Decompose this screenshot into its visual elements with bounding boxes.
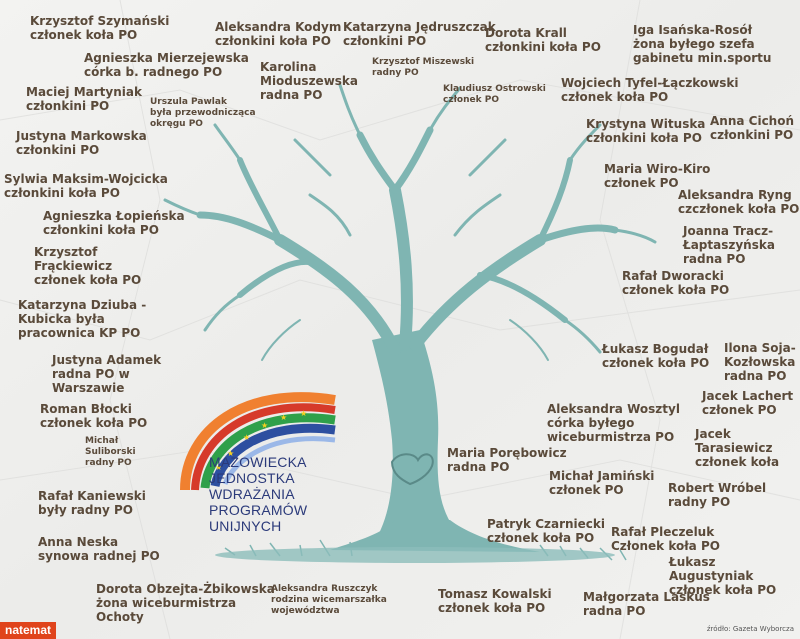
logo-text: MAZOWIECKA JEDNOSTKA WDRAŻANIA PROGRAMÓW… <box>209 454 308 534</box>
person-label: Jacek Tarasiewicz członek koła <box>695 427 780 469</box>
rainbow-stars-emblem: ★ ★ ★ ★ ★ ★ <box>180 392 336 491</box>
person-label: Dorota Obzejta-Żbikowska żona wiceburmis… <box>96 582 275 624</box>
person-label: Katarzyna Dziuba - Kubicka była pracowni… <box>18 298 147 340</box>
person-label: Jacek Lachert członek PO <box>702 389 794 417</box>
person-label: Ilona Soja- Kozłowska radna PO <box>724 341 796 383</box>
person-label: Iga Isańska-Rosół żona byłego szefa gabi… <box>633 23 772 65</box>
person-label: Michał Jamiński członek PO <box>549 469 655 497</box>
svg-text:★: ★ <box>261 421 268 430</box>
person-label: Agnieszka Mierzejewska córka b. radnego … <box>84 51 249 79</box>
person-label: Łukasz Bogudał członek koła PO <box>602 342 710 370</box>
person-label: Patryk Czarniecki członek koła PO <box>487 517 606 545</box>
person-label: Krzysztof Frąckiewicz członek koła PO <box>34 245 142 287</box>
person-label: Joanna Tracz- Łaptaszyńska radna PO <box>683 224 775 266</box>
person-label: Katarzyna Jędruszczak członkini PO <box>343 20 496 48</box>
person-label: Aleksandra Kodym członkini koła PO <box>215 20 342 48</box>
person-label: Maria Wiro-Kiro członek PO <box>604 162 711 190</box>
person-label: Roman Błocki członek koła PO <box>40 402 148 430</box>
person-label: Karolina Mioduszewska radna PO <box>260 60 359 102</box>
svg-text:★: ★ <box>280 413 287 422</box>
person-label: Justyna Adamek radna PO w Warszawie <box>52 353 162 395</box>
person-label: Krystyna Wituska członkini koła PO <box>586 117 706 145</box>
person-label: Wojciech Tyfel-Łączkowski członek koła P… <box>561 76 739 104</box>
svg-text:★: ★ <box>300 409 307 418</box>
person-label: Rafał Kaniewski były radny PO <box>38 489 146 517</box>
person-label: Krzysztof Miszewski radny PO <box>372 57 475 78</box>
person-label: Maciej Martyniak członkini PO <box>26 85 142 113</box>
person-label: Maria Porębowicz radna PO <box>447 446 567 474</box>
person-label: Dorota Krall członkini koła PO <box>485 26 601 54</box>
person-label: Małgorzata Laskus radna PO <box>583 590 710 618</box>
person-label: Urszula Pawlak była przewodnicząca okręg… <box>150 97 256 129</box>
person-label: Robert Wróbel radny PO <box>668 481 767 509</box>
person-label: Michał Suliborski radny PO <box>85 436 136 468</box>
person-label: Sylwia Maksim-Wojcicka członkini koła PO <box>4 172 168 200</box>
person-label: Aleksandra Wosztyl córka byłego wiceburm… <box>547 402 680 444</box>
person-label: Klaudiusz Ostrowski członek PO <box>443 84 546 105</box>
person-label: Justyna Markowska członkini PO <box>16 129 147 157</box>
svg-text:★: ★ <box>243 433 250 442</box>
person-label: Agnieszka Łopieńska członkini koła PO <box>43 209 185 237</box>
person-label: Anna Cichoń członkini PO <box>710 114 795 142</box>
source-credit: źródło: Gazeta Wyborcza <box>706 625 794 633</box>
person-label: Aleksandra Ruszczyk rodzina wicemarszałk… <box>271 584 387 616</box>
svg-text:★: ★ <box>215 463 222 472</box>
person-label: Rafał Dworacki członek koła PO <box>622 269 730 297</box>
person-label: Anna Neska synowa radnej PO <box>38 535 160 563</box>
natemat-logo: natemat <box>0 622 57 639</box>
person-label: Tomasz Kowalski członek koła PO <box>438 587 552 615</box>
person-label: Krzysztof Szymański członek koła PO <box>30 14 170 42</box>
carved-heart-symbol <box>390 453 434 486</box>
person-label: Łukasz Augustyniak członek koła PO <box>669 555 777 597</box>
person-label: Rafał Pleczeluk Członek koła PO <box>611 525 720 553</box>
person-label: Aleksandra Ryng czczłonek koła PO <box>678 188 800 216</box>
svg-text:★: ★ <box>227 449 234 458</box>
mjwpu-logo: ★ ★ ★ ★ ★ ★ MAZOWIECKA JEDNOSTKA WDRAŻAN… <box>165 380 355 534</box>
